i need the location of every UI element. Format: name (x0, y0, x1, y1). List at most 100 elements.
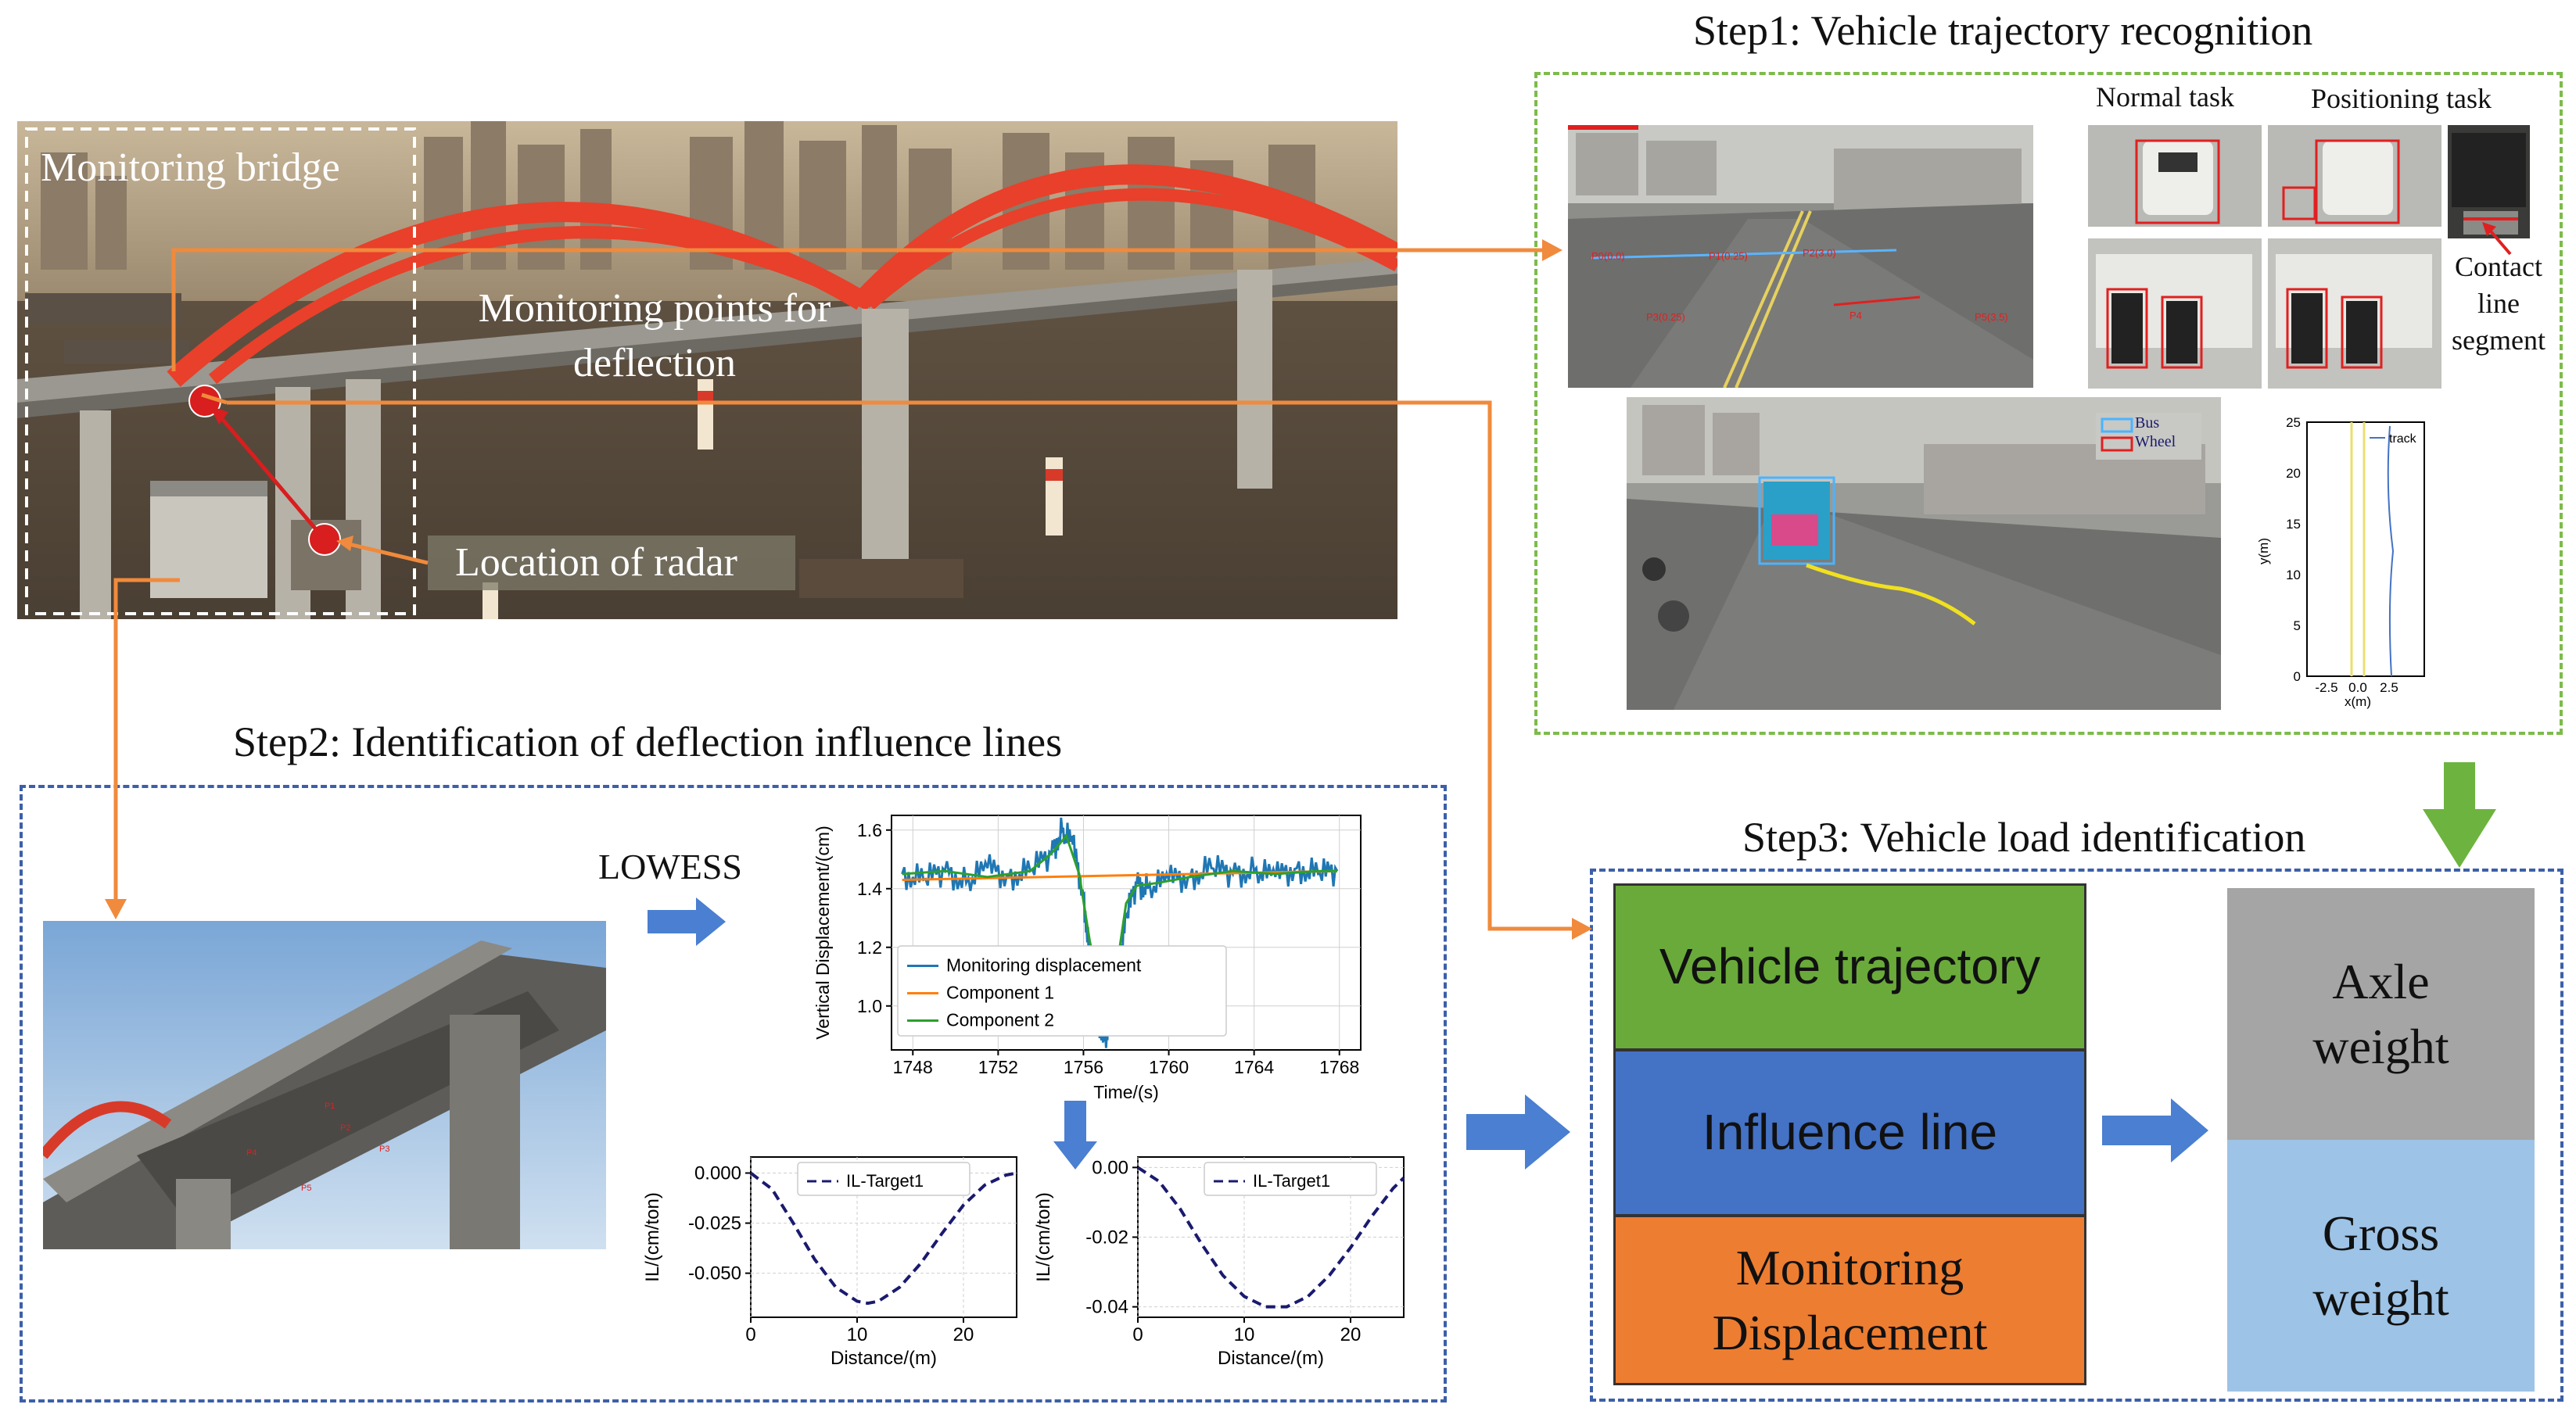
x-axis-label: Time/(s) (1093, 1082, 1158, 1102)
track-line (2387, 425, 2395, 677)
legend-label: Component 1 (946, 983, 1054, 1003)
x-tick-label: 1760 (1149, 1057, 1189, 1077)
step3-box (1590, 869, 2563, 1402)
y-axis-label: Vertical Displacement/(cm) (813, 826, 833, 1040)
x-tick-label: 0 (745, 1324, 755, 1345)
wheel-legend-label: Wheel (2135, 433, 2176, 450)
svg-text:P5(3.5): P5(3.5) (1975, 311, 2008, 323)
step2-title: Step2: Identification of deflection infl… (233, 718, 1063, 765)
x-tick-label: 20 (953, 1324, 974, 1345)
y-tick-label: -0.050 (688, 1263, 741, 1284)
arrow-stub (201, 392, 228, 405)
load-arrow-icon (2102, 1098, 2208, 1162)
positioning-task-wheel-crop (2268, 238, 2441, 389)
bus-legend-label: Bus (2135, 414, 2160, 432)
x-tick-label: 1768 (1319, 1057, 1359, 1077)
contact-arrow-svg (2482, 222, 2512, 256)
x-tick-label: 1748 (893, 1057, 933, 1077)
down-arrow-icon (1053, 1101, 1097, 1170)
green-down-arrow-icon (2423, 762, 2496, 868)
y-tick-label: 1.6 (857, 820, 882, 840)
track-legend-label: track (2389, 432, 2417, 446)
y-tick-label: 1.4 (857, 879, 882, 899)
track-xtick-pos: 2.5 (2380, 680, 2398, 695)
svg-text:P4: P4 (1849, 310, 1862, 321)
wheel-positioning-drawing (2276, 254, 2432, 369)
track-ytick-25: 25 (2286, 415, 2301, 430)
svg-text:P4: P4 (246, 1148, 257, 1158)
x-tick-label: 10 (1234, 1324, 1255, 1345)
normal-task-wheel-crop (2088, 238, 2262, 389)
legend-label: IL-Target1 (1253, 1171, 1330, 1191)
positioning-task-rear-crop (2268, 125, 2441, 227)
bus-tracking-image: Bus Wheel (1627, 397, 2221, 710)
svg-text:P3(0.25): P3(0.25) (1646, 311, 1685, 323)
track-ytick-15: 15 (2286, 517, 2301, 532)
x-tick-label: 1752 (978, 1057, 1018, 1077)
contact-line-label: Contact line segment (2452, 251, 2546, 356)
legend-label: Component 2 (946, 1010, 1054, 1030)
step1-title: Step1: Vehicle trajectory recognition (1693, 7, 2313, 54)
radar-location-label: Location of radar (455, 540, 737, 585)
lowess-label: LOWESS (598, 847, 742, 887)
track-xlabel: x(m) (2345, 694, 2371, 709)
svg-text:P0(0.0): P0(0.0) (1591, 250, 1625, 262)
track-ytick-0: 0 (2294, 669, 2301, 684)
wheel-drawing (2096, 254, 2252, 369)
y-axis-label: IL/(cm/ton) (1033, 1192, 1054, 1282)
gross-weight-block: Gross weight (2227, 1140, 2535, 1392)
contact-line-arrow-icon (2479, 219, 2518, 262)
series-line-0 (1136, 1166, 1405, 1309)
y-tick-label: -0.025 (688, 1213, 741, 1234)
bridge-photo: Monitoring bridge Monitoring points for … (17, 121, 1397, 619)
svg-text:P5: P5 (301, 1184, 311, 1193)
series-line-0 (749, 1171, 1017, 1306)
vehicle-trajectory-block: Vehicle trajectory (1613, 883, 2086, 1051)
svg-text:P3: P3 (379, 1145, 389, 1154)
legend-box (1204, 1162, 1377, 1196)
arrow-bridge-to-step1 (171, 248, 1548, 371)
track-ytick-10: 10 (2286, 568, 2301, 582)
y-tick-label: -0.02 (1085, 1227, 1128, 1248)
svg-text:P1: P1 (325, 1102, 335, 1111)
y-tick-label: 1.0 (857, 996, 882, 1016)
arrow-bridge-to-step3 (227, 400, 1580, 931)
svg-text:P1(0.25): P1(0.25) (1709, 250, 1748, 262)
track-ylabel: y(m) (2256, 538, 2271, 564)
track-xtick-zero: 0.0 (2348, 680, 2367, 695)
contact-line-crop (2448, 125, 2530, 238)
x-tick-label: 1764 (1234, 1057, 1274, 1077)
axle-weight-block: Axle weight (2227, 888, 2535, 1140)
x-tick-label: 1756 (1064, 1057, 1103, 1077)
monitoring-points-label: Monitoring points for deflection (478, 286, 831, 386)
step1-box (1534, 72, 2563, 735)
step2-box (20, 785, 1447, 1402)
positioning-task-label: Positioning task (2311, 83, 2492, 114)
arrowhead-step2 (105, 899, 127, 919)
step3-title: Step3: Vehicle load identification (1742, 814, 2306, 861)
track-plot: track 0 5 10 15 20 25 -2.5 0.0 2.5 x(m) … (2256, 415, 2425, 709)
y-tick-label: 1.2 (857, 937, 882, 958)
track-ytick-5: 5 (2294, 618, 2301, 633)
y-tick-label: 0.000 (694, 1163, 741, 1184)
legend-box (897, 945, 1227, 1037)
lowess-arrow-icon (648, 897, 726, 946)
y-tick-label: 0.00 (1092, 1157, 1128, 1178)
x-tick-label: 10 (847, 1324, 868, 1345)
displacement-chart: 1748 1752 1756 1760 1764 1768 1.0 1.2 1.4 1.6Moni… (813, 815, 1362, 1102)
x-axis-label: Distance/(m) (1218, 1348, 1324, 1369)
arrowhead-step3 (1572, 918, 1592, 940)
track-xtick-neg: -2.5 (2315, 680, 2337, 695)
track-plot-frame (2306, 421, 2425, 677)
bus-tracking-drawing (1627, 397, 2221, 710)
bridge-photo-drawing (17, 121, 1397, 619)
y-tick-label: -0.04 (1085, 1297, 1128, 1318)
x-axis-label: Distance/(m) (831, 1348, 937, 1369)
x-tick-label: 20 (1340, 1324, 1362, 1345)
y-axis-label: IL/(cm/ton) (642, 1192, 663, 1282)
legend-label: Monitoring displacement (946, 955, 1142, 976)
